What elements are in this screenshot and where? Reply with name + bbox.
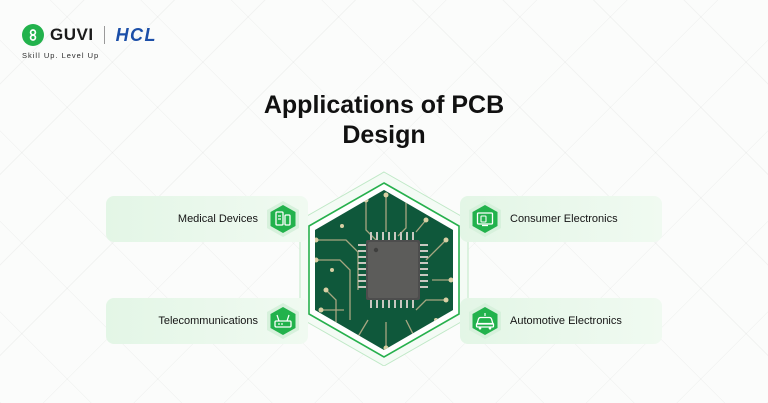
guvi-logo-icon <box>22 24 44 46</box>
router-icon <box>264 302 302 340</box>
pcb-hexagon <box>296 170 472 366</box>
consumer-electronics-icon <box>466 200 504 238</box>
application-card-consumer-electronics: Consumer Electronics <box>460 196 662 242</box>
application-card-telecommunications: Telecommunications <box>106 298 308 344</box>
application-label: Telecommunications <box>158 315 258 327</box>
pcb-image <box>299 171 469 366</box>
application-label: Automotive Electronics <box>510 315 622 327</box>
application-card-medical-devices: Medical Devices <box>106 196 308 242</box>
page-title-line-2: Design <box>342 121 426 149</box>
brand-tagline: Skill Up. Level Up <box>22 51 100 60</box>
page-title-line-1: Applications of PCB <box>263 91 505 119</box>
guvi-wordmark: GUVI <box>50 25 94 44</box>
medical-device-icon <box>264 200 302 238</box>
application-label: Medical Devices <box>177 213 258 225</box>
application-label: Consumer Electronics <box>510 213 618 225</box>
application-card-automotive-electronics: Automotive Electronics <box>460 298 662 344</box>
logo-divider <box>103 26 105 44</box>
car-icon <box>466 302 504 340</box>
brand-logo: GUVI HCL Skill Up. Level Up <box>22 22 157 60</box>
hcl-wordmark: HCL <box>115 24 158 45</box>
page-title: Applications of PCB Design <box>0 90 768 150</box>
